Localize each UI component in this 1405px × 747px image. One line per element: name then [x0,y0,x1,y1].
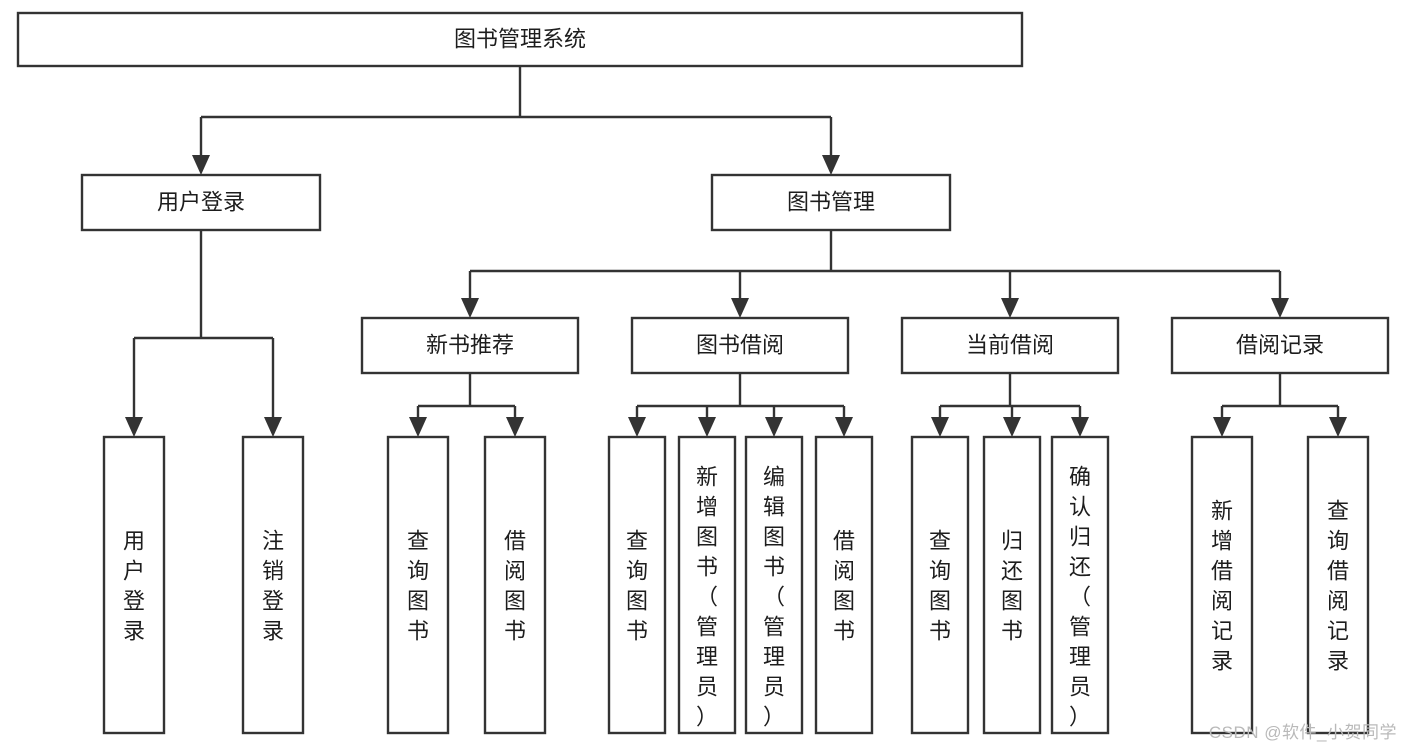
node-label: 编辑图书（管理员） [763,464,785,729]
node-rect [1170,316,1390,375]
node-root-system[interactable]: 图书管理系统 [16,11,1024,68]
csdn-watermark: CSDN @软件_小贺同学 [1208,723,1397,742]
node-rect [80,173,322,232]
node-rect [710,173,952,232]
node-label: 借阅图书 [504,528,526,643]
node-book-borrow[interactable]: 图书借阅 [630,316,850,375]
node-new-book-recommend[interactable]: 新书推荐 [360,316,580,375]
node-leaf-leaf-query-book-3[interactable]: 查询图书 [910,435,970,735]
node-rect [744,435,804,735]
node-label: 图书管理 [787,189,875,214]
node-layer: 图书管理系统用户登录图书管理新书推荐图书借阅当前借阅借阅记录用户登录注销登录查询… [16,11,1390,735]
node-leaf-leaf-user-logout[interactable]: 注销登录 [241,435,305,735]
node-label: 新增图书（管理员） [696,464,718,729]
edge-arrowhead [1271,298,1289,318]
node-label: 借阅图书 [833,528,855,643]
edge-layer [125,66,1347,437]
node-label: 归还图书 [1001,528,1023,643]
node-label: 新书推荐 [426,332,514,357]
node-label: 查询图书 [407,528,429,643]
node-rect [910,435,970,735]
node-current-borrow[interactable]: 当前借阅 [900,316,1120,375]
edge-arrowhead [1001,298,1019,318]
edge-arrowhead [1071,417,1089,437]
node-label: 图书管理系统 [454,26,586,51]
edge-arrowhead [698,417,716,437]
node-leaf-leaf-add-record[interactable]: 新增借阅记录 [1190,435,1254,735]
node-leaf-leaf-confirm-return[interactable]: 确认归还（管理员） [1050,435,1110,735]
node-leaf-leaf-edit-book[interactable]: 编辑图书（管理员） [744,435,804,735]
node-book-management[interactable]: 图书管理 [710,173,952,232]
node-rect [360,316,580,375]
node-rect [102,435,166,735]
node-leaf-leaf-borrow-book-1[interactable]: 借阅图书 [483,435,547,735]
node-label: 查询借阅记录 [1327,498,1349,673]
node-rect [241,435,305,735]
node-rect [607,435,667,735]
node-label: 查询图书 [929,528,951,643]
node-rect [677,435,737,735]
edge-arrowhead [765,417,783,437]
node-label: 查询图书 [626,528,648,643]
node-label: 用户登录 [157,189,245,214]
node-user-login[interactable]: 用户登录 [80,173,322,232]
node-leaf-leaf-query-book-2[interactable]: 查询图书 [607,435,667,735]
node-rect [630,316,850,375]
edge-arrowhead [461,298,479,318]
node-leaf-leaf-borrow-book-2[interactable]: 借阅图书 [814,435,874,735]
edge-arrowhead [1213,417,1231,437]
node-rect [1190,435,1254,735]
node-label: 图书借阅 [696,332,784,357]
node-rect [814,435,874,735]
edge-arrowhead [628,417,646,437]
node-label: 新增借阅记录 [1211,498,1233,673]
node-leaf-leaf-query-record[interactable]: 查询借阅记录 [1306,435,1370,735]
node-borrow-record[interactable]: 借阅记录 [1170,316,1390,375]
edge-arrowhead [1003,417,1021,437]
edge-arrowhead [835,417,853,437]
edge-arrowhead [731,298,749,318]
node-rect [386,435,450,735]
node-leaf-leaf-return-book[interactable]: 归还图书 [982,435,1042,735]
node-rect [982,435,1042,735]
node-rect [900,316,1120,375]
node-rect [1306,435,1370,735]
node-label: 确认归还（管理员） [1069,464,1091,729]
node-label: 注销登录 [262,528,284,643]
node-rect [1050,435,1110,735]
edge-arrowhead [409,417,427,437]
edge-arrowhead [1329,417,1347,437]
node-leaf-leaf-query-book-1[interactable]: 查询图书 [386,435,450,735]
node-label: 当前借阅 [966,332,1054,357]
node-rect [16,11,1024,68]
node-label: 借阅记录 [1236,332,1324,357]
edge-arrowhead [931,417,949,437]
edge-arrowhead [192,155,210,175]
edge-arrowhead [264,417,282,437]
edge-arrowhead [125,417,143,437]
edge-arrowhead [822,155,840,175]
node-rect [483,435,547,735]
edge-arrowhead [506,417,524,437]
node-leaf-leaf-user-login[interactable]: 用户登录 [102,435,166,735]
node-label: 用户登录 [123,528,145,643]
node-leaf-leaf-add-book[interactable]: 新增图书（管理员） [677,435,737,735]
